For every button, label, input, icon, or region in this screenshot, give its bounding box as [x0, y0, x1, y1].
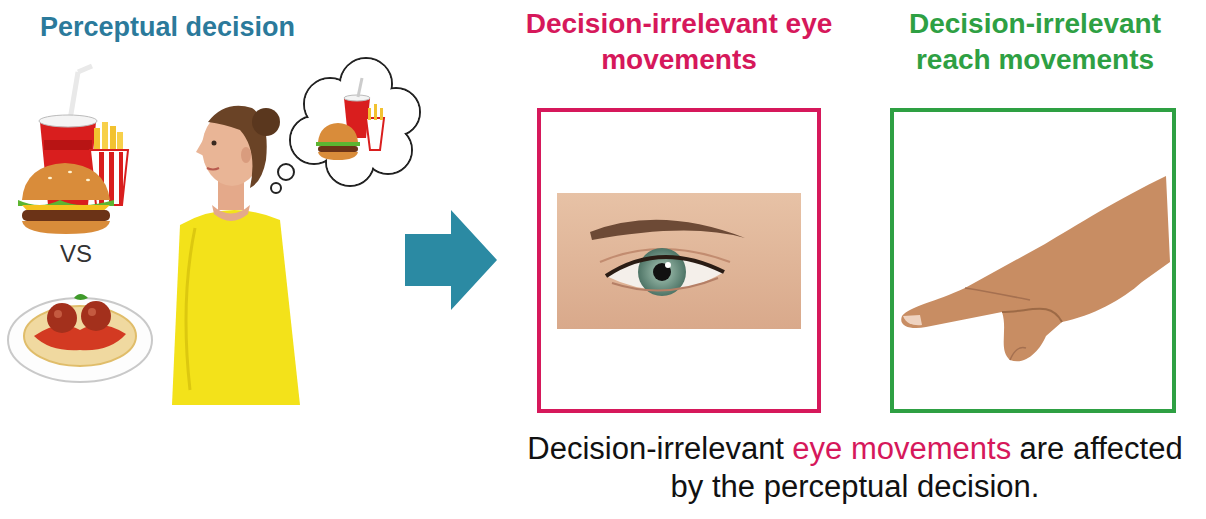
panel-box: Decision-irrelevant reach movements	[870, 6, 1200, 413]
panel-outline	[890, 108, 1176, 413]
caption-part: eye movements	[792, 431, 1011, 466]
burger	[18, 163, 114, 234]
spaghetti-plate	[8, 294, 152, 382]
caption-text: Decision-irrelevanteye movementsare affe…	[515, 430, 1195, 506]
eye-illustration	[557, 193, 801, 329]
panel-box: Decision-irrelevant eye movements	[522, 6, 836, 413]
hand-illustration	[901, 176, 1170, 361]
woman-figure	[172, 106, 300, 405]
panel-heading: Decision-irrelevant eye movements	[522, 6, 836, 78]
versus-label: VS	[60, 240, 92, 268]
transition-arrow	[405, 210, 497, 310]
section-heading: Perceptual decision	[40, 12, 295, 43]
caption-part: Decision-irrelevant	[527, 431, 784, 466]
thought-bubble	[271, 58, 420, 193]
panel-heading: Decision-irrelevant reach movements	[870, 6, 1200, 78]
panel-outline	[537, 108, 821, 413]
